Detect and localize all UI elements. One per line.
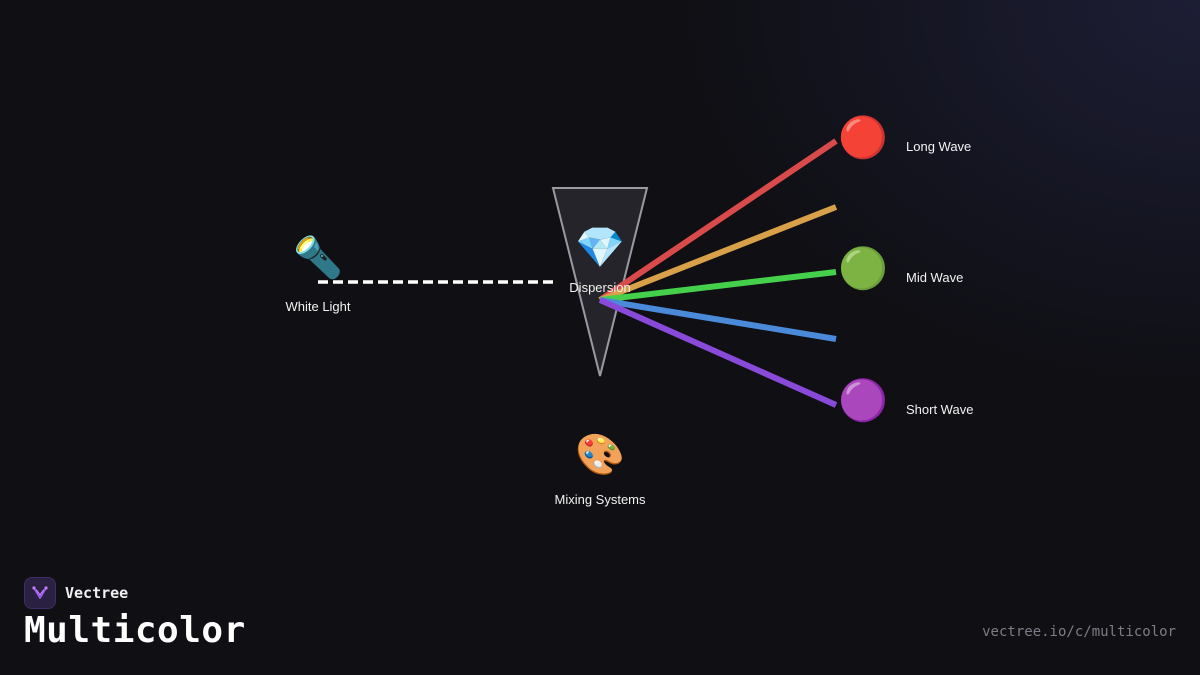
red-circle-icon: 🔴 [838,115,888,161]
short-wave-label: Short Wave [906,402,974,417]
vectree-logo-icon [24,577,56,609]
flashlight-icon: 🔦 [293,235,343,281]
white-light-label: White Light [285,299,351,314]
ray-orange [598,204,838,303]
source-url[interactable]: vectree.io/c/multicolor [982,624,1176,640]
green-circle-icon: 🟢 [838,246,888,292]
mixing-systems-label: Mixing Systems [554,492,646,507]
palette-icon: 🎨 [575,432,625,478]
ray-red [598,138,838,303]
page-title: Multicolor [24,610,246,651]
dispersion-label: Dispersion [569,280,631,295]
ray-blue [599,297,837,342]
ray-green [599,269,837,303]
gem-icon: 💎 [575,225,625,271]
brand: Vectree [24,577,128,609]
brand-name: Vectree [65,584,129,602]
ray-violet [598,297,838,408]
long-wave-label: Long Wave [906,139,972,154]
purple-circle-icon: 🟣 [838,378,888,424]
mid-wave-label: Mid Wave [906,270,964,285]
